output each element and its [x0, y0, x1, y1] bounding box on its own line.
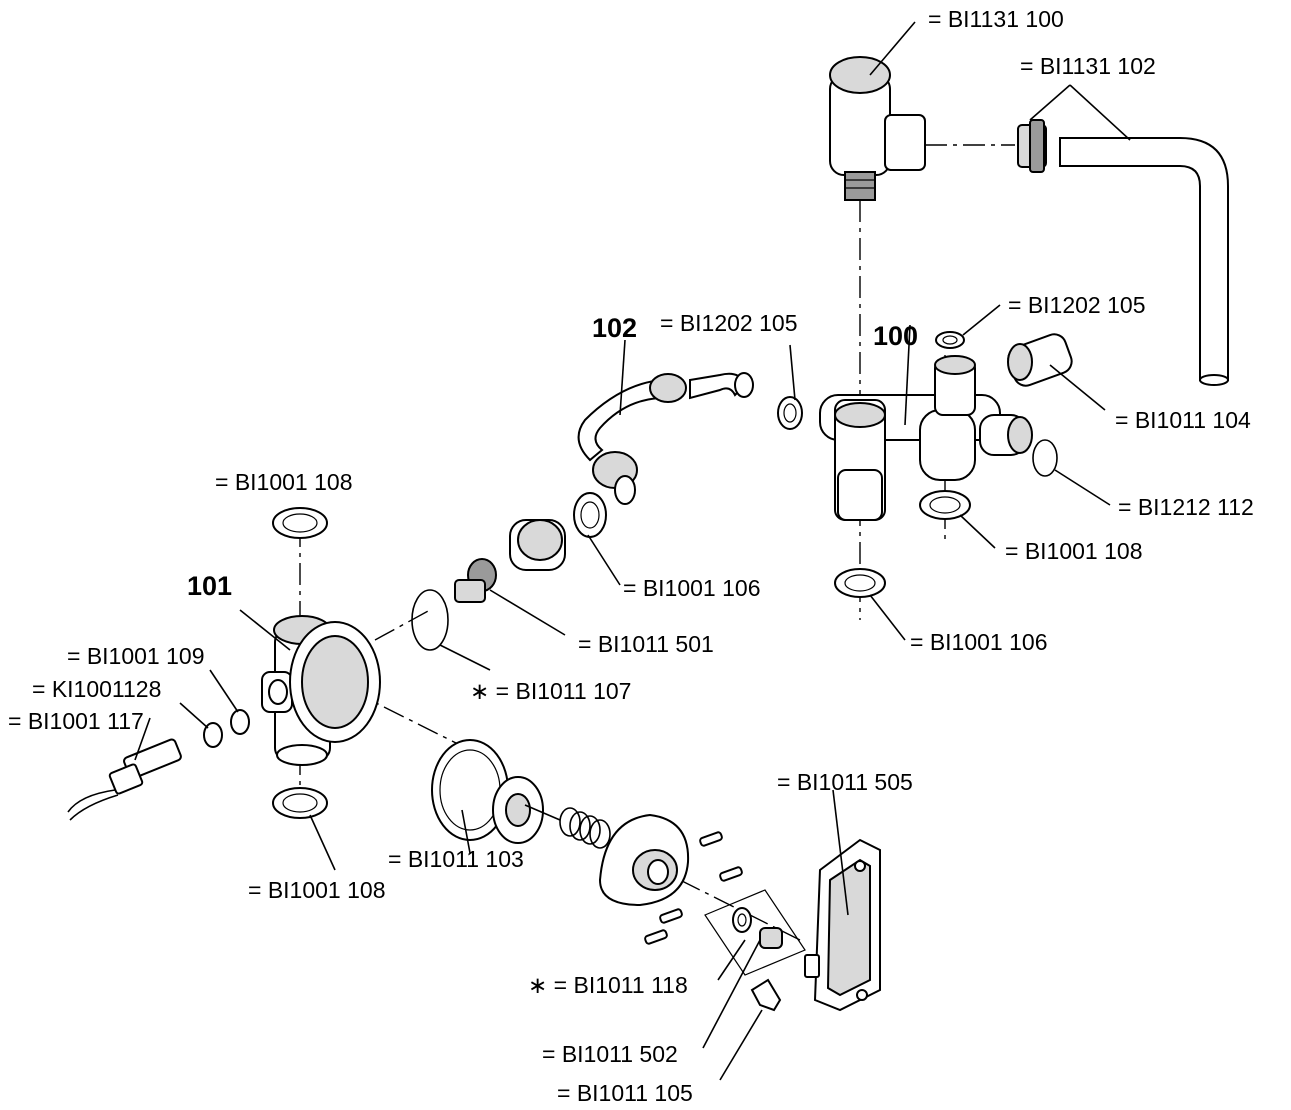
label-bi1131-102: = BI1131 102 — [1020, 53, 1156, 79]
small-parts-box — [704, 889, 806, 976]
o-ring-part — [1032, 439, 1058, 477]
housing-101 — [261, 615, 381, 766]
label-bi1011-502: = BI1011 502 — [542, 1041, 678, 1067]
label-ki1001128: = KI1001128 — [32, 676, 161, 702]
assembly-number-101: 101 — [187, 571, 232, 601]
label-bi1131-100: = BI1131 100 — [928, 6, 1064, 32]
label-bi1011-118: ∗ = BI1011 118 — [528, 972, 688, 998]
assembly-number-102: 102 — [592, 313, 637, 343]
pipe-102 — [577, 372, 754, 505]
label-bi1011-501: = BI1011 501 — [578, 631, 714, 657]
clip-part — [750, 978, 782, 1012]
diaphragm-part — [431, 739, 561, 844]
label-bi1001-117: = BI1001 117 — [8, 708, 144, 734]
screws-part — [644, 831, 743, 945]
washers-body-100 — [777, 396, 971, 598]
electronic-housing-part — [804, 838, 881, 1012]
assembly-number-100: 100 — [873, 321, 918, 351]
seal-ring-part — [935, 331, 965, 349]
spring-part — [559, 807, 611, 849]
fitting-part — [1007, 333, 1073, 387]
leader-lines — [134, 21, 1131, 1081]
cover-part — [598, 813, 690, 907]
label-bi1001-106-mid: = BI1001 106 — [623, 575, 760, 601]
top-valve-part — [829, 56, 926, 201]
label-bi1011-103: = BI1011 103 — [388, 846, 524, 872]
bent-pipe-part — [1017, 119, 1229, 386]
label-bi1001-106-right: = BI1001 106 — [910, 629, 1047, 655]
label-bi1011-105: = BI1011 105 — [557, 1080, 693, 1106]
label-bi1001-108-top: = BI1001 108 — [215, 469, 352, 495]
label-bi1011-107: ∗ = BI1011 107 — [470, 678, 631, 704]
label-bi1001-108-bottom: = BI1001 108 — [248, 877, 385, 903]
label-bi1001-108-right: = BI1001 108 — [1005, 538, 1142, 564]
label-bi1001-109: = BI1001 109 — [67, 643, 204, 669]
label-bi1011-505: = BI1011 505 — [777, 769, 913, 795]
label-bi1212-112: = BI1212 112 — [1118, 494, 1254, 520]
label-bi1202-105-top: = BI1202 105 — [1008, 292, 1145, 318]
middle-fittings — [411, 492, 607, 651]
main-body-100 — [819, 355, 1033, 521]
sensor-part — [67, 738, 182, 821]
label-bi1011-104: = BI1011 104 — [1115, 407, 1251, 433]
label-bi1202-105-pipe: = BI1202 105 — [660, 310, 797, 336]
housing-washers — [203, 507, 328, 819]
